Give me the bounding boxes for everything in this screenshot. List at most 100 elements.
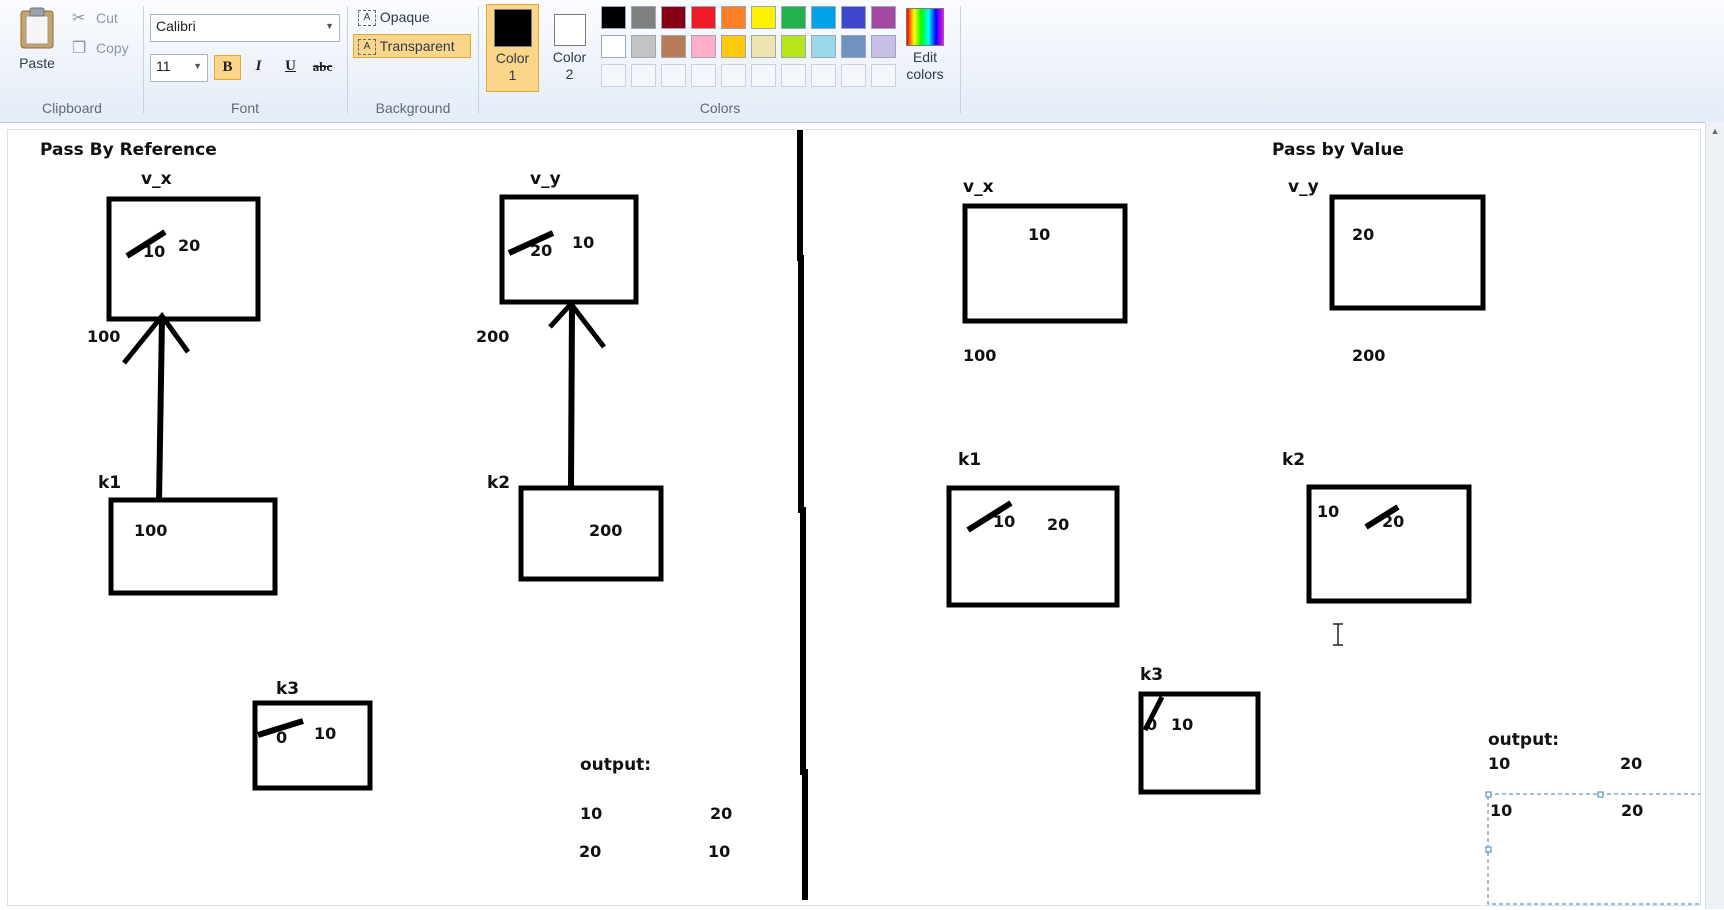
clipboard-icon xyxy=(20,7,54,49)
strikethrough-button[interactable]: abc xyxy=(312,59,333,74)
right-out-r2c2: 20 xyxy=(1621,801,1643,820)
custom-color-slot[interactable] xyxy=(601,64,626,87)
left-k3-label: k3 xyxy=(276,679,299,699)
right-k2-a: 10 xyxy=(1317,502,1339,521)
custom-color-slot[interactable] xyxy=(871,64,896,87)
font-family-select[interactable]: Calibri ▼ xyxy=(150,14,340,42)
bold-button[interactable]: B xyxy=(214,55,241,80)
font-group-label: Font xyxy=(230,100,259,116)
scroll-up-icon[interactable]: ▲ xyxy=(1710,126,1720,136)
color2-button[interactable]: Color 2 xyxy=(543,4,596,92)
left-k2-box xyxy=(518,485,664,582)
palette-swatch[interactable] xyxy=(751,35,776,58)
left-out-r2c2: 10 xyxy=(708,842,730,861)
left-k3-old: 0 xyxy=(276,728,287,747)
cut-button[interactable]: ✂ Cut xyxy=(72,8,132,30)
color1-button[interactable]: Color 1 xyxy=(486,4,539,92)
right-k1-box xyxy=(946,485,1120,608)
resize-handle[interactable] xyxy=(1485,791,1492,798)
arrow-head xyxy=(122,311,191,365)
custom-color-slot[interactable] xyxy=(811,64,836,87)
color1-label: Color 1 xyxy=(495,50,530,83)
right-out-r2c1: 10 xyxy=(1490,801,1512,820)
palette-swatch[interactable] xyxy=(721,35,746,58)
transparent-button[interactable]: A Transparent xyxy=(353,34,471,58)
left-output-label: output: xyxy=(580,755,651,775)
left-arrow-k1-vx xyxy=(156,317,165,503)
palette-swatch[interactable] xyxy=(601,6,626,29)
ribbon: Paste ✂ Cut ❐ Copy Clipboard Calibri ▼ 1… xyxy=(0,0,1724,123)
palette-swatch[interactable] xyxy=(841,35,866,58)
left-vx-addr: 100 xyxy=(87,327,120,346)
underline-button[interactable]: U xyxy=(285,58,296,74)
drawing-canvas[interactable]: Pass By Reference v_x 10 20 100 v_y 20 1… xyxy=(8,130,1704,905)
palette-swatch[interactable] xyxy=(661,35,686,58)
vertical-scrollbar[interactable]: ▲ xyxy=(1705,122,1724,909)
text-selection-box[interactable] xyxy=(1487,793,1704,905)
right-title: Pass by Value xyxy=(1272,140,1404,160)
chevron-down-icon: ▼ xyxy=(193,61,202,71)
opaque-label: Opaque xyxy=(379,9,430,25)
palette-swatch[interactable] xyxy=(691,35,716,58)
resize-handle[interactable] xyxy=(1597,791,1604,798)
edit-colors-button[interactable]: Edit colors xyxy=(898,6,952,90)
resize-handle[interactable] xyxy=(1485,846,1492,853)
rainbow-icon xyxy=(906,8,944,46)
paste-button[interactable]: Paste xyxy=(14,6,60,76)
custom-color-slot[interactable] xyxy=(841,64,866,87)
left-out-r1c2: 20 xyxy=(710,804,732,823)
palette-swatch[interactable] xyxy=(841,6,866,29)
arrow-head xyxy=(548,300,606,349)
palette-swatch[interactable] xyxy=(871,35,896,58)
right-vy-addr: 200 xyxy=(1352,346,1385,365)
custom-color-slot[interactable] xyxy=(751,64,776,87)
custom-color-slot[interactable] xyxy=(781,64,806,87)
palette-swatch[interactable] xyxy=(811,6,836,29)
left-vy-addr: 200 xyxy=(476,327,509,346)
chevron-down-icon: ▼ xyxy=(325,21,334,31)
left-k1-label: k1 xyxy=(98,473,121,493)
palette-swatch[interactable] xyxy=(781,6,806,29)
left-k2-val: 200 xyxy=(589,521,622,540)
palette-swatch[interactable] xyxy=(661,6,686,29)
italic-button[interactable]: I xyxy=(255,58,262,74)
palette-swatch[interactable] xyxy=(871,6,896,29)
left-arrow-k2-vy xyxy=(568,304,575,488)
strike-mark xyxy=(1142,695,1165,732)
custom-color-slot[interactable] xyxy=(721,64,746,87)
custom-color-slot[interactable] xyxy=(631,64,656,87)
copy-button[interactable]: ❐ Copy xyxy=(72,38,136,60)
custom-color-slot[interactable] xyxy=(691,64,716,87)
right-vx-label: v_x xyxy=(963,177,994,197)
divider xyxy=(960,6,961,114)
right-k1-new: 20 xyxy=(1047,515,1069,534)
font-size-select[interactable]: 11 ▼ xyxy=(150,54,208,82)
copy-label: Copy xyxy=(96,40,129,56)
palette-swatch[interactable] xyxy=(631,6,656,29)
left-vy-label: v_y xyxy=(530,169,561,189)
custom-color-slot[interactable] xyxy=(661,64,686,87)
strike-mark xyxy=(507,230,555,256)
palette-swatch[interactable] xyxy=(601,35,626,58)
left-vx-new: 20 xyxy=(178,236,200,255)
background-group-label: Background xyxy=(375,100,451,116)
palette-swatch[interactable] xyxy=(751,6,776,29)
color2-swatch xyxy=(553,14,586,46)
color2-label: Color 2 xyxy=(552,49,587,82)
palette-swatch[interactable] xyxy=(691,6,716,29)
palette-swatch[interactable] xyxy=(781,35,806,58)
right-vy-box xyxy=(1329,194,1486,311)
left-vy-old: 20 xyxy=(530,241,552,260)
palette-swatch[interactable] xyxy=(811,35,836,58)
center-divider xyxy=(797,130,808,900)
right-out-r1c2: 20 xyxy=(1620,754,1642,773)
right-k1-label: k1 xyxy=(958,450,981,470)
palette-swatch[interactable] xyxy=(631,35,656,58)
palette-swatch[interactable] xyxy=(721,6,746,29)
left-k1-box xyxy=(108,497,278,596)
opaque-button[interactable]: A Opaque xyxy=(354,6,472,30)
right-vx-box xyxy=(962,203,1128,324)
colors-group-label: Colors xyxy=(699,100,741,116)
left-k3-box xyxy=(252,700,373,791)
left-vy-box xyxy=(499,194,639,305)
